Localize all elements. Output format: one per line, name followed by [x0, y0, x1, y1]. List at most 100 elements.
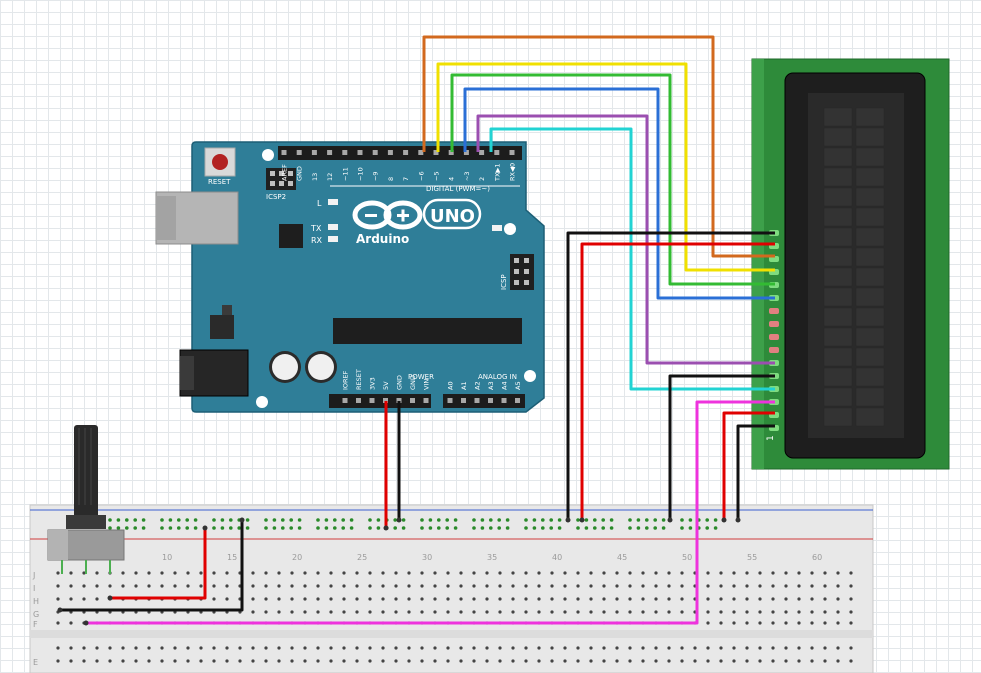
power-pin[interactable]	[383, 398, 388, 403]
lcd-pin[interactable]	[769, 308, 779, 314]
digital-pin[interactable]	[403, 150, 409, 155]
digital-pin-label: RX◀0	[509, 163, 517, 181]
terminal-hole	[784, 597, 788, 601]
digital-pin[interactable]	[448, 150, 454, 155]
lcd-char-cell	[855, 407, 885, 427]
terminal-hole	[654, 659, 658, 663]
digital-pin[interactable]	[494, 150, 500, 155]
digital-pin[interactable]	[387, 150, 393, 155]
rail-hole	[524, 518, 528, 522]
rail-hole	[245, 526, 250, 530]
lcd-module: 1	[751, 58, 950, 470]
terminal-hole	[745, 584, 749, 588]
terminal-hole	[264, 571, 268, 575]
digital-pin[interactable]	[433, 150, 439, 155]
terminal-hole	[537, 571, 541, 575]
terminal-hole	[550, 597, 554, 601]
digital-pin[interactable]	[281, 150, 287, 155]
rail-hole	[229, 518, 233, 522]
analog-pin[interactable]	[461, 398, 466, 403]
digital-pin[interactable]	[372, 150, 378, 155]
terminal-hole	[329, 646, 333, 650]
digital-pin[interactable]	[509, 150, 515, 155]
analog-pin[interactable]	[488, 398, 493, 403]
terminal-hole	[758, 610, 762, 614]
digital-pin[interactable]	[327, 150, 333, 155]
rail-hole	[428, 518, 433, 522]
rail-hole	[245, 518, 250, 522]
digital-header-label: DIGITAL (PWM=~)	[426, 185, 490, 193]
digital-pin-label: 13	[311, 173, 319, 181]
rail-hole	[445, 526, 450, 530]
wire-red-lcd-a	[722, 411, 775, 520]
power-header-label: POWER	[408, 373, 434, 381]
reset-label: RESET	[208, 178, 231, 186]
terminal-hole	[810, 584, 814, 588]
power-pin[interactable]	[396, 398, 402, 403]
lcd-char-cell	[855, 267, 885, 287]
digital-pin[interactable]	[463, 150, 469, 155]
lcd-char-cell	[855, 307, 885, 327]
terminal-hole	[810, 659, 814, 663]
digital-pin[interactable]	[418, 150, 424, 155]
potentiometer[interactable]	[47, 425, 125, 574]
terminal-hole	[641, 597, 645, 601]
potentiometer-shaft[interactable]	[74, 425, 98, 525]
lcd-pin[interactable]	[769, 347, 779, 353]
rail-hole	[177, 526, 181, 530]
rail-hole	[576, 518, 580, 522]
terminal-hole	[173, 571, 177, 575]
terminal-hole	[407, 571, 411, 575]
terminal-hole	[641, 584, 645, 588]
analog-pin[interactable]	[515, 398, 520, 403]
terminal-hole	[823, 621, 827, 625]
terminal-hole	[238, 659, 242, 663]
analog-pin[interactable]	[474, 398, 480, 403]
terminal-hole	[498, 584, 502, 588]
power-pin[interactable]	[410, 398, 415, 403]
analog-pin[interactable]	[447, 398, 453, 403]
digital-pin[interactable]	[311, 150, 317, 155]
terminal-hole	[719, 621, 723, 625]
terminal-hole	[95, 646, 99, 650]
digital-pin[interactable]	[296, 150, 302, 155]
terminal-hole	[771, 610, 775, 614]
rail-hole	[133, 518, 137, 522]
terminal-hole	[511, 610, 515, 614]
lcd-pin[interactable]	[769, 334, 779, 340]
terminal-hole	[290, 584, 294, 588]
power-pin[interactable]	[369, 398, 375, 403]
digital-pin[interactable]	[357, 150, 363, 155]
analog-pin[interactable]	[501, 398, 507, 403]
digital-pin-label: ~9	[372, 171, 380, 181]
status-leds: L TX RX ON	[310, 199, 516, 245]
lcd-pin[interactable]	[769, 321, 779, 327]
uno-badge	[422, 198, 482, 230]
power-pin[interactable]	[342, 398, 348, 403]
terminal-hole	[277, 584, 281, 588]
terminal-hole	[576, 571, 580, 575]
terminal-hole	[719, 571, 723, 575]
terminal-hole	[381, 646, 385, 650]
terminal-hole	[745, 659, 749, 663]
analog-pin-label: A4	[501, 381, 509, 390]
digital-pin[interactable]	[479, 150, 485, 155]
terminal-hole	[303, 659, 307, 663]
wire-endpoints	[57, 517, 741, 626]
power-pin[interactable]	[423, 398, 429, 403]
terminal-hole	[277, 659, 281, 663]
digital-pin[interactable]	[342, 150, 348, 155]
wire-blue-pin4	[463, 87, 775, 300]
terminal-hole	[316, 584, 320, 588]
terminal-hole	[355, 597, 359, 601]
reset-button-cap[interactable]	[212, 154, 228, 170]
power-pin[interactable]	[356, 398, 361, 403]
terminal-hole	[329, 571, 333, 575]
terminal-hole	[121, 659, 125, 663]
terminal-hole	[381, 584, 385, 588]
rail-hole	[220, 518, 225, 522]
terminal-hole	[342, 597, 346, 601]
wire-yellow-pin11	[436, 62, 775, 272]
wire-black-lcd-rw	[736, 424, 775, 520]
terminal-hole	[615, 597, 619, 601]
